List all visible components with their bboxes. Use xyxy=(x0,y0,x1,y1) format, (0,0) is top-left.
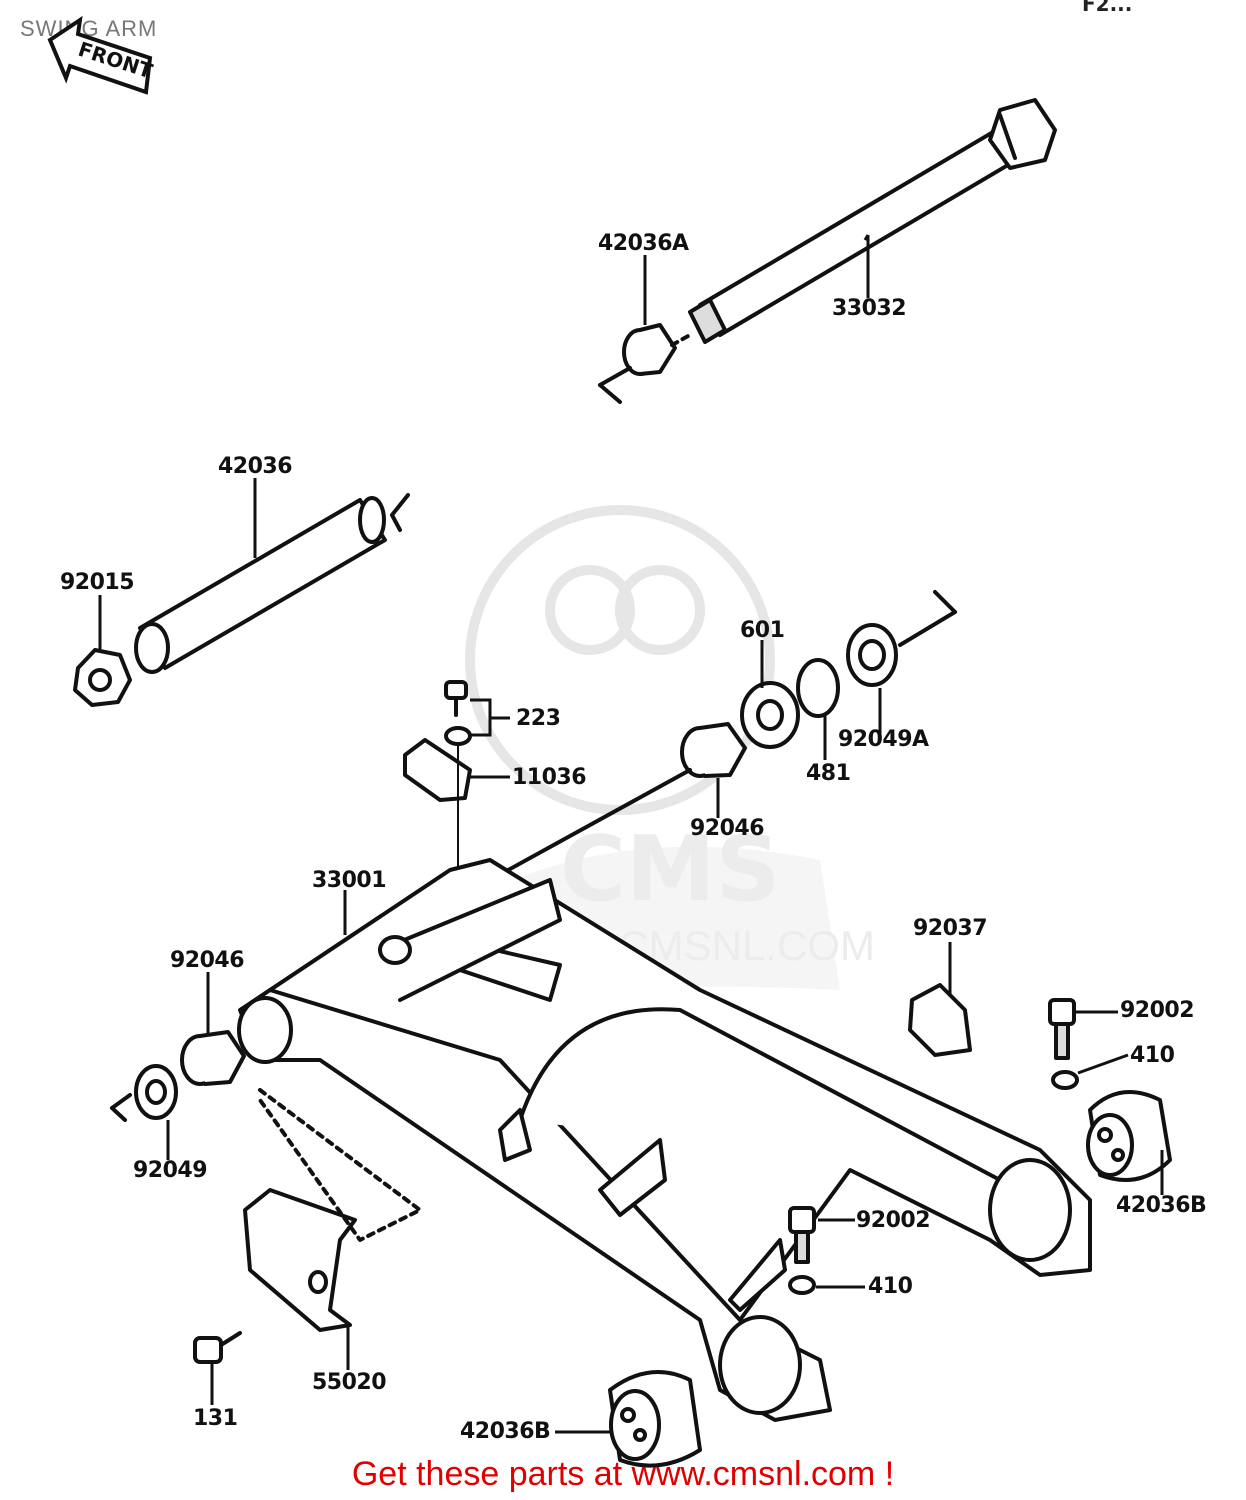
cover-11036 xyxy=(403,738,472,802)
part-label-601: 601 xyxy=(740,618,785,643)
part-label-92046-left: 92046 xyxy=(170,948,245,973)
part-label-42036B-bottom: 42036B xyxy=(460,1419,551,1444)
pivot-shaft-33032 xyxy=(688,98,1057,344)
cap-42036b-bottom xyxy=(608,1370,702,1468)
nut-92015 xyxy=(73,648,132,707)
part-label-92046-top: 92046 xyxy=(690,816,765,841)
bolt-223 xyxy=(444,680,472,746)
part-label-92049A: 92049A xyxy=(838,727,929,752)
seal-92049a xyxy=(846,590,957,687)
part-label-42036A: 42036A xyxy=(598,231,689,256)
circlip-481 xyxy=(796,658,840,718)
bolt-131 xyxy=(193,1331,242,1364)
part-label-410-right: 410 xyxy=(1130,1043,1175,1068)
bearing-601 xyxy=(740,681,800,749)
part-label-410-lower: 410 xyxy=(868,1274,913,1299)
part-label-33001: 33001 xyxy=(312,868,387,893)
part-label-33032: 33032 xyxy=(832,296,907,321)
part-label-42036: 42036 xyxy=(218,454,293,479)
guide-92037 xyxy=(908,983,972,1057)
part-label-42036B-right: 42036B xyxy=(1116,1193,1207,1218)
front-arrow-icon: FRONT xyxy=(47,15,156,95)
axis-line xyxy=(488,768,692,882)
footer-link-text[interactable]: Get these parts at www.cmsnl.com ! xyxy=(351,1455,895,1493)
part-label-223: 223 xyxy=(516,706,561,731)
bolt-92002-right xyxy=(1048,998,1079,1090)
needle-bearing-92046-top xyxy=(680,722,747,778)
watermark-cms: CMS xyxy=(560,817,780,922)
part-label-131: 131 xyxy=(193,1406,238,1431)
cover-55020 xyxy=(243,1088,422,1332)
sleeve-42036 xyxy=(134,493,410,674)
part-label-92037: 92037 xyxy=(913,916,988,941)
cap-42036b-right xyxy=(1086,1090,1172,1182)
part-label-92002-right: 92002 xyxy=(1120,998,1195,1023)
part-label-92015: 92015 xyxy=(60,570,135,595)
part-label-92002-lower: 92002 xyxy=(856,1208,931,1233)
part-label-481: 481 xyxy=(806,761,851,786)
part-label-55020: 55020 xyxy=(312,1370,387,1395)
part-label-11036: 11036 xyxy=(512,765,587,790)
leader-lines xyxy=(98,234,1164,1434)
part-label-92049: 92049 xyxy=(133,1158,208,1183)
seal-92049 xyxy=(110,1064,178,1122)
bolt-92002-lower xyxy=(788,1206,816,1295)
needle-bearing-92046-left xyxy=(180,1030,246,1086)
swing-arm-33001 xyxy=(237,858,1092,1422)
corner-code: F2... xyxy=(1082,0,1133,16)
sleeve-42036a xyxy=(598,323,692,404)
